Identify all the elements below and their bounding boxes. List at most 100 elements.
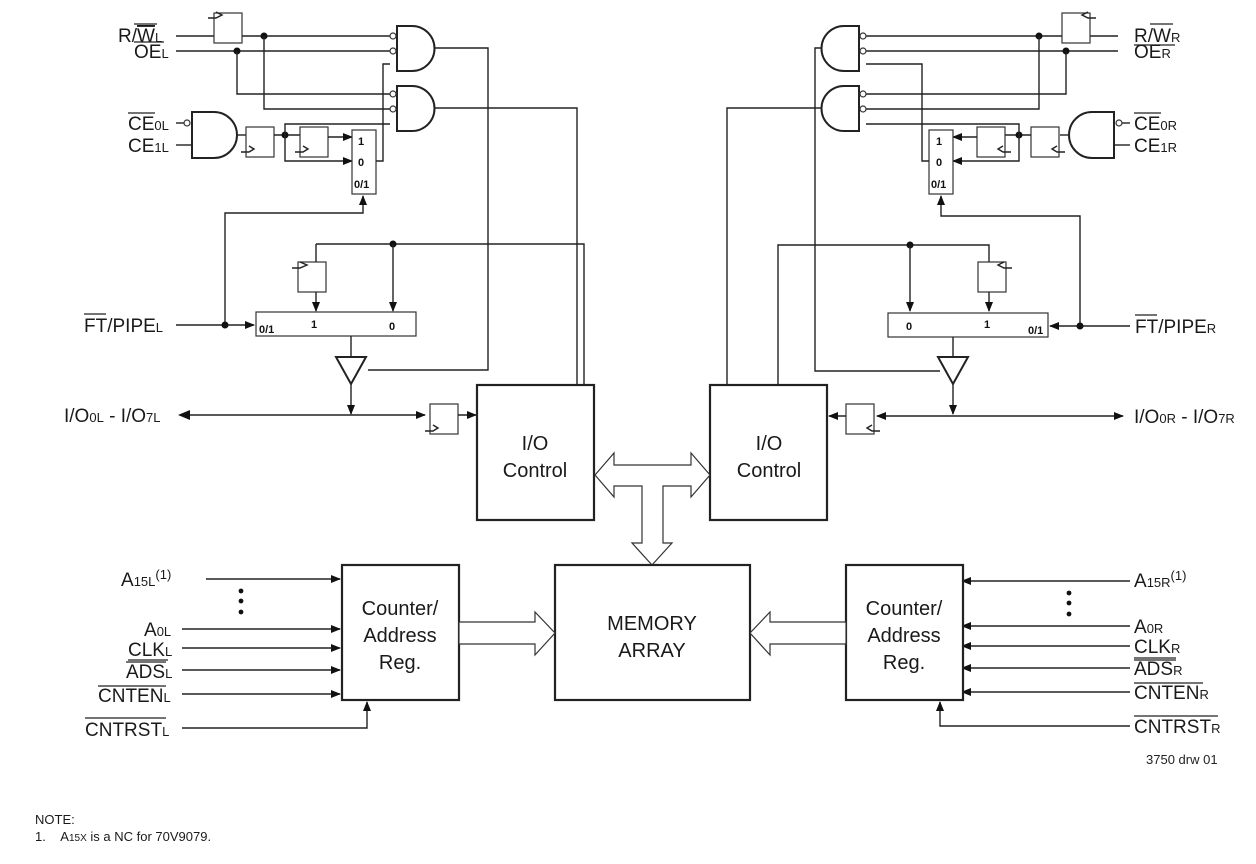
mux-label: 0 (936, 157, 942, 169)
block-label: I/O (756, 433, 783, 455)
mux-ce-left (351, 129, 377, 195)
and-gate-read-right (820, 25, 860, 72)
inverter-bubble (183, 119, 191, 127)
and-gate-read (396, 25, 436, 72)
signal-label-rw-right: R/WR (1134, 26, 1180, 47)
register-ce-right (1030, 126, 1060, 158)
note-text-post: is a NC for 70V9079. (86, 829, 212, 844)
signal-label-ft-pipe-right: FT/PIPER (1135, 317, 1216, 338)
wire (866, 36, 1040, 110)
left-port: 1 0 0/1 0/1 1 0 I/O Control (176, 11, 596, 729)
ellipsis-dot (1066, 600, 1072, 606)
clock-glyph-icon (208, 11, 224, 19)
output-buffer-right (936, 356, 970, 387)
io-control-right (708, 383, 829, 522)
inverter-bubble (1115, 119, 1123, 127)
clock-glyph-icon (241, 145, 256, 153)
inverter-bubble (859, 105, 867, 113)
wire (866, 63, 929, 162)
clock-glyph-icon (1050, 145, 1065, 153)
wire (936, 701, 1130, 727)
block-label: I/O (522, 433, 549, 455)
clock-glyph-icon (865, 424, 880, 432)
junction-dot (1076, 322, 1084, 330)
wire (263, 36, 390, 110)
block-label: Control (737, 460, 801, 482)
register-rw-right (1061, 12, 1091, 44)
mux-label: 1 (311, 319, 317, 331)
wire-to-io-control (726, 107, 822, 385)
ellipsis-dot (238, 598, 244, 604)
wire-to-io-control (434, 107, 578, 385)
mux-label: 0/1 (354, 179, 369, 191)
counter-address-reg-right (844, 563, 965, 702)
mux-pipe-right (887, 312, 1049, 338)
mux-label: 0/1 (259, 324, 274, 336)
ellipsis-dot (1066, 590, 1072, 596)
signal-label-ce1-left: CE1L (128, 136, 169, 157)
and-gate-ce-left (191, 111, 238, 159)
signal-label-io-right: I/O0R - I/O7R (1134, 407, 1235, 428)
note-text-pre: A (60, 829, 69, 844)
clock-glyph-icon (1080, 11, 1096, 19)
ellipsis-dot (238, 588, 244, 594)
wire-ft-to-mux (937, 195, 1081, 325)
note-number: 1. (35, 829, 46, 844)
inverter-bubble (859, 90, 867, 98)
block-label: Counter/ (866, 598, 943, 620)
note-title: NOTE: (35, 812, 75, 827)
signal-label-ads-right: ADSR (1134, 659, 1182, 680)
output-buffer-left (334, 356, 368, 387)
signal-label-a15-right: A15R(1) (1134, 568, 1186, 592)
signal-label-ce0-left: CE0L (128, 114, 169, 135)
wire (236, 51, 390, 95)
register-rw-left (213, 12, 243, 44)
clock-glyph-icon (425, 424, 440, 432)
ellipsis-dot (1066, 611, 1072, 617)
inverter-bubble (389, 90, 397, 98)
mux-label: 0/1 (931, 179, 946, 191)
register-io-left (429, 403, 459, 435)
signal-label-ce1-right: CE1R (1134, 136, 1177, 157)
io-control-left (475, 383, 596, 522)
signal-label-ads-left: ADSL (126, 662, 172, 683)
mux-label: 1 (936, 136, 942, 148)
data-bus-arrow (594, 451, 711, 566)
inverter-bubble (859, 32, 867, 40)
mux-label: 0 (389, 321, 395, 333)
inverter-bubble (389, 105, 397, 113)
wire-ft-to-mux (224, 195, 367, 325)
wire (952, 135, 1020, 165)
signal-label-a0-right: A0R (1134, 617, 1163, 638)
left-signal-labels: R/WL OEL CE0L CE1L FT/PIPEL I/O0L - I/O7… (64, 23, 172, 741)
wire (866, 51, 1067, 95)
signal-label-oe-left: OEL (134, 42, 169, 63)
right-port: 1 0 0/1 0 1 0/1 I/O Control (708, 11, 1130, 727)
signal-label-cntrst-right: CNTRSTR (1134, 717, 1220, 738)
block-label: Reg. (379, 652, 421, 674)
counter-address-reg-left (340, 563, 461, 702)
wire (284, 123, 390, 135)
block-label: Control (503, 460, 567, 482)
block-label: MEMORY (607, 613, 697, 635)
address-bus-arrow-left (458, 610, 556, 657)
and-gate-ce-right (1068, 111, 1115, 159)
signal-label-clk-left: CLKL (128, 640, 172, 661)
wire (866, 123, 1020, 135)
right-signal-labels: R/WR OER CE0R CE1R FT/PIPER I/O0R - I/O7… (1134, 23, 1235, 738)
register-ce2-right (976, 126, 1006, 158)
wire (284, 135, 353, 165)
mux-label: 0/1 (1028, 325, 1043, 337)
wire-oe-to-buffer (368, 47, 489, 371)
signal-label-a0-left: A0L (144, 620, 171, 641)
signal-label-a15-left: A15L(1) (121, 567, 171, 591)
memory-array (553, 563, 752, 702)
signal-label-ce0-right: CE0R (1134, 114, 1177, 135)
clock-glyph-icon (295, 145, 310, 153)
mux-label: 0 (906, 321, 912, 333)
wire (376, 63, 390, 162)
mux-label: 1 (984, 319, 990, 331)
signal-label-oe-right: OER (1134, 42, 1171, 63)
inverter-bubble (389, 47, 397, 55)
register-ce-left (245, 126, 275, 158)
